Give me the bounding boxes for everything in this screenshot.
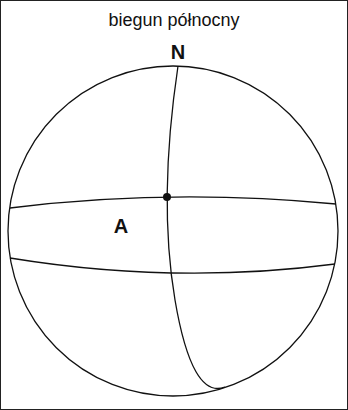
point-a <box>163 193 171 201</box>
point-label: A <box>114 215 128 237</box>
pole-label: N <box>171 41 185 63</box>
meridian <box>167 66 225 388</box>
globe-outline <box>8 66 338 396</box>
title: biegun północny <box>108 11 239 31</box>
parallel <box>10 197 336 208</box>
parallel <box>10 258 335 273</box>
